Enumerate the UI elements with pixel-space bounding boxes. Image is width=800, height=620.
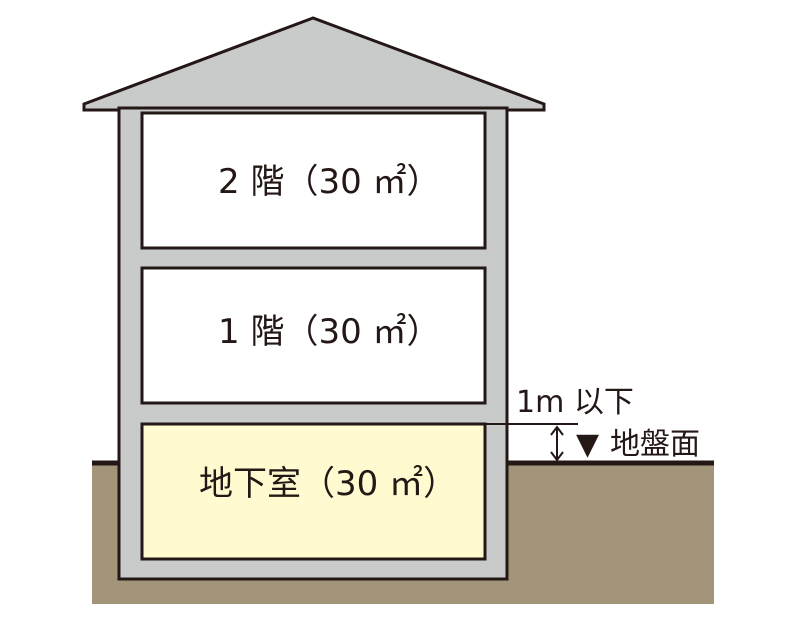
room-basement <box>140 422 487 561</box>
ground-level-marker-icon: ▼ <box>576 427 599 462</box>
room-1f-label: 1 階（30 ㎡） <box>218 312 441 352</box>
room-1f <box>140 266 487 405</box>
room-2f <box>140 111 487 250</box>
room-basement-label: 地下室（30 ㎡） <box>199 464 457 504</box>
dimension-arrowhead-top <box>550 425 564 436</box>
room-2f-label: 2 階（30 ㎡） <box>218 162 441 202</box>
height-limit-label: 1m 以下 <box>516 385 634 420</box>
roof <box>82 16 546 112</box>
ground-surface-label: 地盤面 <box>610 427 700 462</box>
dimension-arrowhead-bottom <box>550 451 564 462</box>
